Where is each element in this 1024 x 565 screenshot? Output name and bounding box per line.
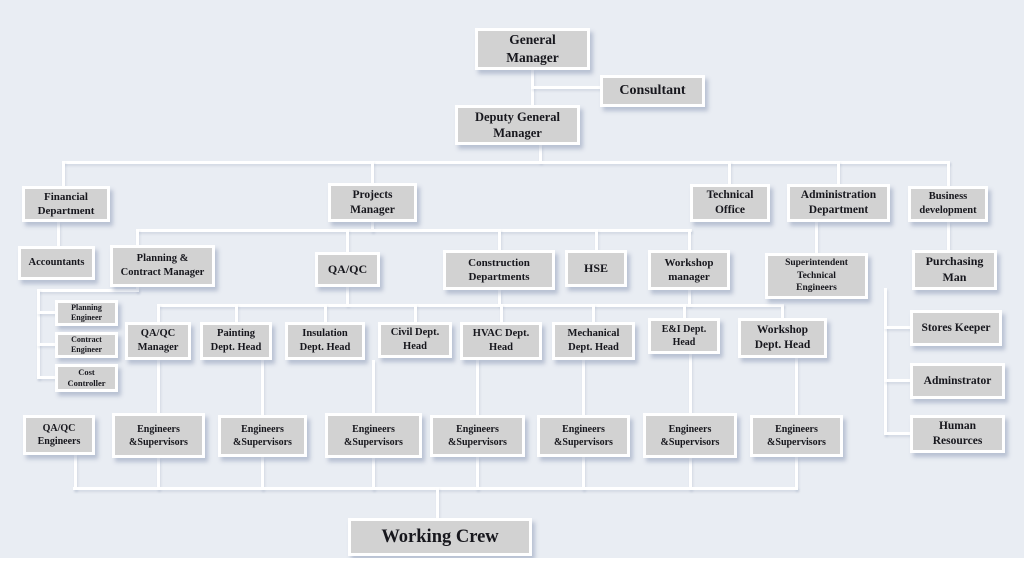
node-engineers-supervisors-1: Engineers &Supervisors (112, 413, 205, 458)
node-engineers-supervisors-4: Engineers &Supervisors (430, 415, 525, 457)
connector-line (837, 161, 840, 184)
connector-line (436, 487, 439, 518)
connector-line (37, 376, 57, 379)
node-financial-department: Financial Department (22, 186, 110, 222)
connector-line (324, 304, 327, 322)
node-qa-qc-manager: QA/QC Manager (125, 322, 191, 360)
node-hvac-dept-head: HVAC Dept. Head (460, 322, 542, 360)
node-planning-engineer: Planning Engineer (55, 300, 118, 326)
connector-line (57, 222, 60, 246)
node-qa-qc-engineers: QA/QC Engineers (23, 415, 95, 455)
node-ei-dept-head: E&I Dept. Head (648, 318, 720, 354)
connector-line (261, 457, 264, 490)
connector-line (346, 287, 349, 306)
connector-line (371, 161, 374, 183)
connector-line (592, 304, 595, 322)
connector-line (371, 222, 374, 232)
connector-line (795, 358, 798, 415)
connector-line (476, 360, 479, 415)
connector-line (884, 432, 911, 435)
node-construction-departments: Construction Departments (443, 250, 555, 290)
node-administration-department: Administration Department (787, 184, 890, 222)
node-accountants: Accountants (18, 246, 95, 280)
node-engineers-supervisors-7: Engineers &Supervisors (750, 415, 843, 457)
connector-line (728, 161, 731, 184)
connector-line (372, 458, 375, 490)
connector-line (37, 289, 40, 379)
connector-line (414, 304, 417, 322)
node-engineers-supervisors-6: Engineers &Supervisors (643, 413, 737, 458)
node-contract-engineer: Contract Engineer (55, 332, 118, 358)
connector-line (947, 222, 950, 250)
connector-line (795, 457, 798, 490)
node-consultant: Consultant (600, 75, 705, 107)
connector-line (37, 289, 139, 292)
connector-line (689, 354, 692, 413)
connector-line (498, 229, 501, 250)
connector-line (235, 304, 238, 322)
connector-line (683, 304, 686, 318)
node-mechanical-dept-head: Mechanical Dept. Head (552, 322, 635, 360)
node-business-development: Business development (908, 186, 988, 222)
connector-line (62, 161, 65, 186)
page-bottom-margin (0, 558, 1024, 565)
node-working-crew: Working Crew (348, 518, 532, 556)
node-painting-dept-head: Painting Dept. Head (200, 322, 272, 360)
node-engineers-supervisors-5: Engineers &Supervisors (537, 415, 630, 457)
connector-line (582, 360, 585, 415)
connector-line (157, 304, 160, 322)
node-adminstrator: Adminstrator (910, 363, 1005, 399)
connector-line (157, 360, 160, 413)
connector-line (62, 161, 950, 164)
node-civil-dept-head: Civil Dept. Head (378, 322, 452, 358)
connector-line (884, 326, 911, 329)
node-engineers-supervisors-2: Engineers &Supervisors (218, 415, 307, 457)
connector-line (136, 229, 139, 245)
node-workshop-manager: Workshop manager (648, 250, 730, 290)
connector-line (884, 379, 911, 382)
connector-line (73, 487, 798, 490)
node-purchasing-man: Purchasing Man (912, 250, 997, 290)
connector-line (37, 311, 57, 314)
node-workshop-dept-head: Workshop Dept. Head (738, 318, 827, 358)
node-human-resources: Human Resources (910, 415, 1005, 453)
node-planning-contract-manager: Planning & Contract Manager (110, 245, 215, 287)
node-superintendent-technical-engineers: Superintendent Technical Engineers (765, 253, 868, 299)
connector-line (539, 145, 542, 163)
connector-line (884, 288, 887, 435)
connector-line (157, 458, 160, 490)
node-hse: HSE (565, 250, 627, 287)
node-technical-office: Technical Office (690, 184, 770, 222)
connector-line (157, 304, 784, 307)
connector-line (688, 290, 691, 306)
node-projects-manager: Projects Manager (328, 183, 417, 222)
connector-line (582, 457, 585, 490)
connector-line (372, 360, 375, 413)
connector-line (689, 458, 692, 490)
node-qa-qc: QA/QC (315, 252, 380, 287)
node-general-manager: General Manager (475, 28, 590, 70)
connector-line (947, 161, 950, 186)
node-stores-keeper: Stores Keeper (910, 310, 1002, 346)
connector-line (595, 229, 598, 250)
connector-line (688, 229, 691, 250)
connector-line (346, 229, 349, 252)
connector-line (261, 360, 264, 415)
node-cost-controller: Cost Controller (55, 364, 118, 392)
node-deputy-general-manager: Deputy General Manager (455, 105, 580, 145)
connector-line (500, 304, 503, 322)
connector-line (781, 304, 784, 318)
connector-line (136, 229, 692, 232)
node-engineers-supervisors-3: Engineers &Supervisors (325, 413, 422, 458)
connector-line (74, 455, 77, 490)
connector-line (476, 457, 479, 490)
connector-line (37, 343, 57, 346)
node-insulation-dept-head: Insulation Dept. Head (285, 322, 365, 360)
connector-line (815, 222, 818, 253)
connector-line (498, 290, 501, 306)
connector-line (531, 86, 602, 89)
